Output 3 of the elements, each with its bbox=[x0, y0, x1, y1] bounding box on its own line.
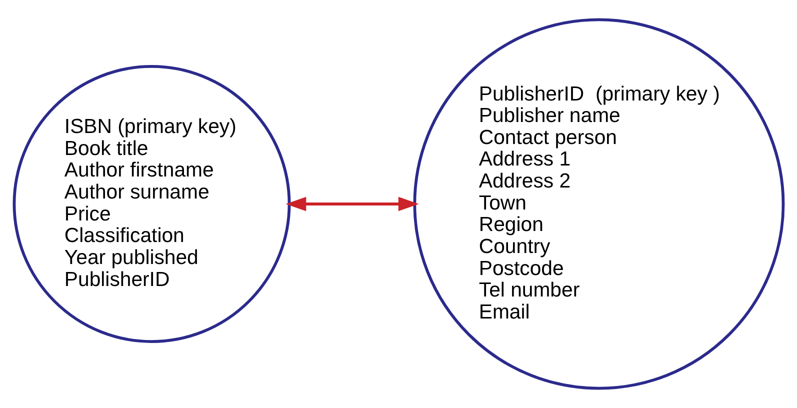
node-circle: PublisherID (primary key ) Publisher name Contact person Address 1 Address 2 Town Region Country Postcode Tel number Email bbox=[413, 18, 785, 390]
node-circle: ISBN (primary key) Book title Author firstname Author surname Price Classification Year published PublisherID bbox=[12, 65, 291, 343]
arrow bbox=[286, 196, 419, 212]
